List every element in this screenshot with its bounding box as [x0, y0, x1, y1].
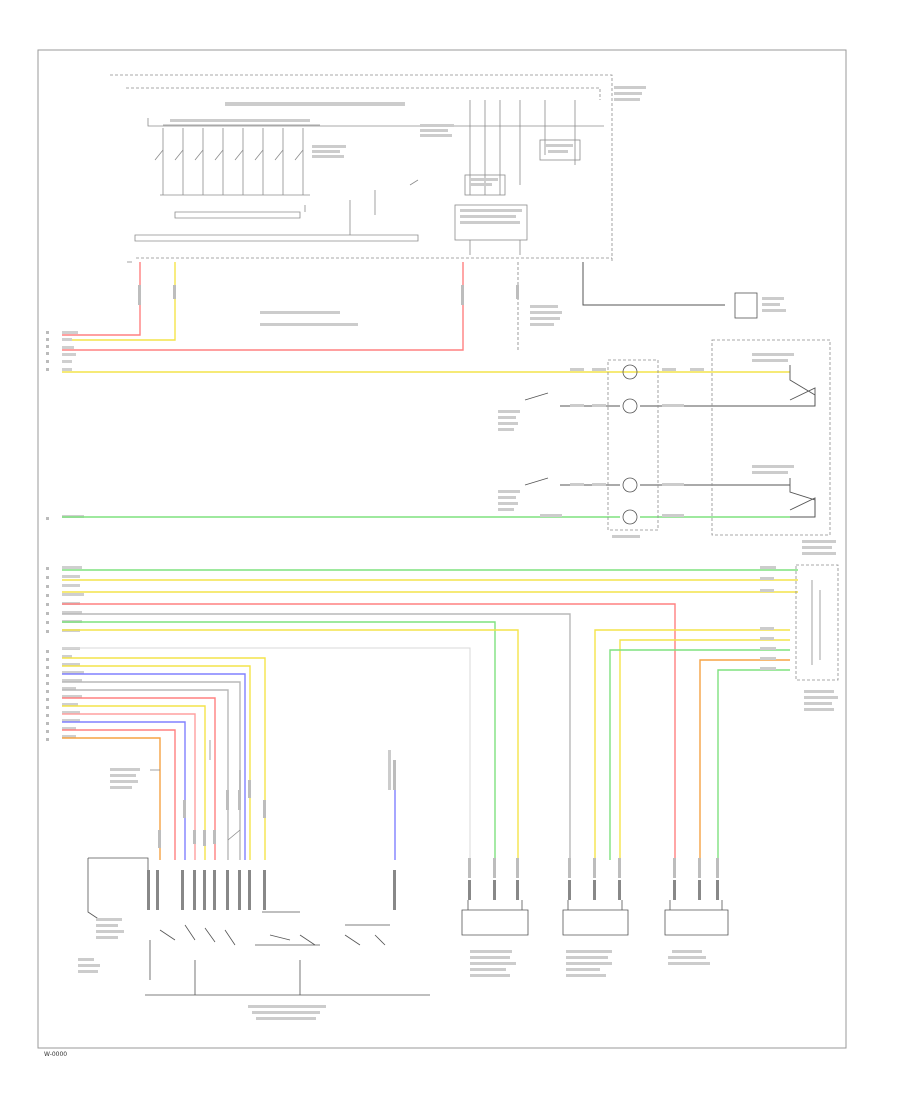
steering-switches	[524, 365, 816, 518]
left-wire-tags	[62, 331, 84, 738]
module-drop-wires	[62, 262, 725, 351]
left-pin-labels	[46, 331, 49, 741]
steering-labels	[498, 353, 794, 517]
cable-reel-circles	[622, 364, 638, 525]
wire-tags-vertical	[138, 285, 719, 878]
range-switch	[145, 911, 430, 996]
connector-pins	[147, 870, 719, 910]
mid-bus-wires	[62, 569, 798, 860]
sensor-labels	[470, 950, 710, 977]
diode-box	[734, 292, 758, 319]
diagram-frame	[37, 49, 847, 1049]
module-labels	[170, 86, 646, 326]
cable-reel-box	[607, 359, 659, 531]
steering-switch-box	[711, 339, 831, 536]
branch-lines	[150, 740, 241, 841]
footer-code: W-0000	[44, 1051, 67, 1058]
range-switch-labels	[248, 1005, 326, 1020]
horizontal-wire-372	[62, 371, 790, 518]
relay-blocks	[454, 100, 581, 255]
sensor-boxes	[461, 900, 729, 936]
lower-left-wires	[62, 657, 396, 860]
connector-block-right	[795, 564, 839, 681]
switch-array	[154, 124, 419, 235]
left-side-switch	[87, 857, 149, 921]
